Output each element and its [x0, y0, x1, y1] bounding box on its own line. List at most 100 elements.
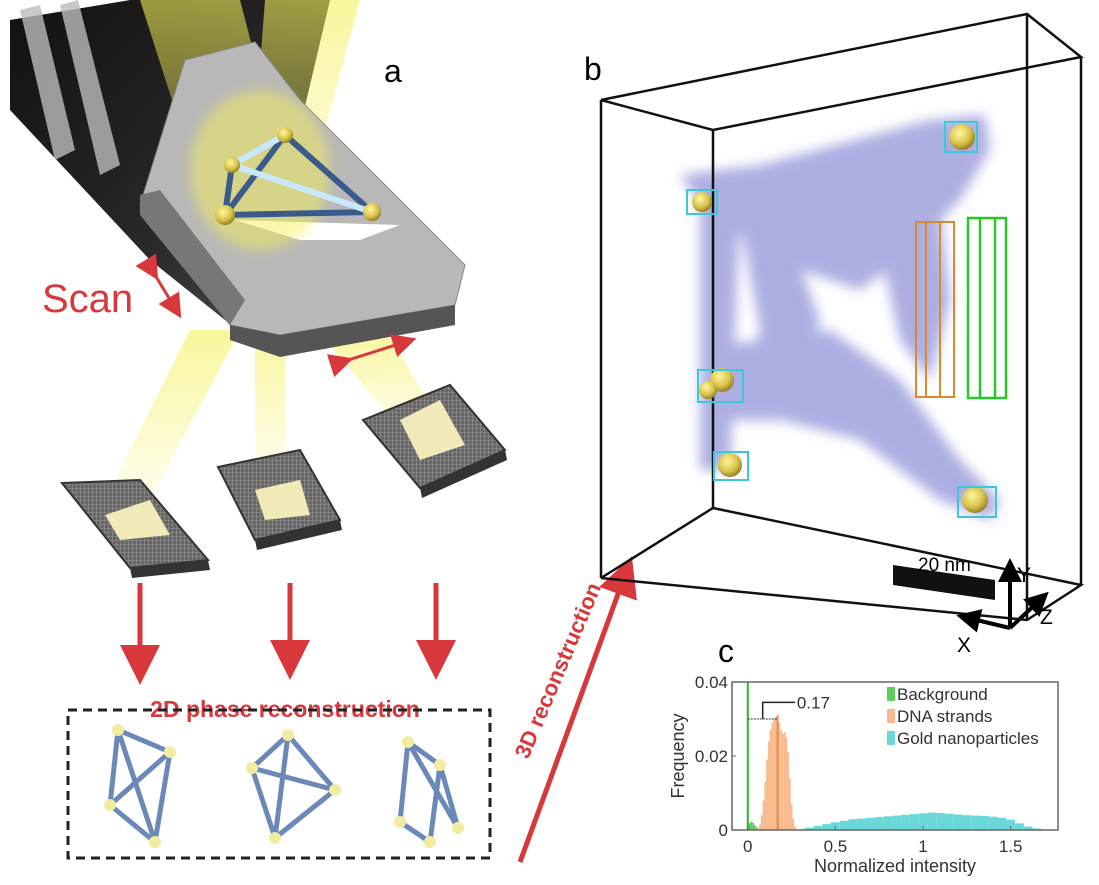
histogram-bar-dna-strands [771, 722, 774, 830]
panel-a-label: a [384, 53, 402, 89]
x-tick-label: 0 [743, 837, 752, 856]
gold-nanoparticle [686, 189, 718, 215]
histogram-bar-gold-nanoparticles [1006, 819, 1016, 830]
histogram-bar-dna-strands [778, 722, 781, 830]
gold-nanoparticle [697, 368, 744, 403]
gold-nanoparticle [944, 121, 978, 153]
histogram-bar-dna-strands [783, 731, 786, 830]
histogram-markers [746, 682, 779, 830]
histogram-bar-gold-nanoparticles [901, 814, 910, 830]
detector-right [361, 383, 507, 498]
histogram-bar-dna-strands [757, 828, 760, 830]
reconstruction-arrow-icon [517, 556, 637, 863]
histogram-bar-gold-nanoparticles [936, 812, 945, 830]
histogram-bar-dna-strands [769, 730, 772, 830]
histogram-bar-dna-strands [764, 781, 767, 830]
histogram-bar-dna-strands [781, 733, 784, 830]
tetrahedron-2 [246, 729, 341, 844]
annotation-leader [761, 701, 796, 719]
histogram-bar-gold-nanoparticles [848, 819, 858, 830]
x-tick-label: 1.5 [999, 837, 1023, 856]
histogram-bar-gold-nanoparticles [918, 813, 928, 830]
histogram-bar-background [753, 824, 756, 830]
legend-swatch [887, 731, 895, 745]
annotation-0-17: 0.17 [747, 693, 830, 720]
histogram-bar-dna-strands [785, 737, 788, 830]
axis-z-label: Z [1040, 606, 1053, 629]
histogram-bar-background [748, 823, 751, 830]
histogram-bar-dna-strands [780, 730, 782, 830]
histogram-bar-dna-strands [792, 818, 795, 830]
gold-nanoparticle [957, 486, 997, 518]
scale-bar [893, 565, 995, 600]
bounding-box [599, 12, 1085, 622]
histogram-bar-dna-strands [760, 815, 763, 830]
histogram-bar-gold-nanoparticles [1015, 823, 1024, 830]
histogram-bar-gold-nanoparticles [980, 815, 989, 830]
scan-label: Scan [42, 277, 133, 321]
histogram-bar-gold-nanoparticles [874, 817, 884, 830]
gold-nanoparticle [713, 451, 749, 481]
x-axis-arrow-icon [956, 609, 1011, 633]
histogram-bar-dna-strands [787, 752, 789, 830]
y-tick-label: 0.04 [695, 673, 728, 692]
y-tick-label: 0 [719, 821, 728, 840]
histogram-bar-background [750, 821, 753, 830]
axis-x-label: X [957, 634, 971, 657]
x-axis-label: Normalized intensity [814, 856, 976, 876]
y-axis-label: Frequency [668, 713, 688, 798]
scan-arrow-icon [326, 334, 417, 378]
legend-label: Background [897, 685, 988, 704]
tetrahedron-1 [104, 724, 176, 848]
histogram-bar-gold-nanoparticles [866, 817, 875, 830]
histogram-bar-gold-nanoparticles [944, 813, 954, 830]
histogram-bar-gold-nanoparticles [892, 815, 902, 830]
axis-triad [956, 558, 1049, 633]
histogram-bar-dna-strands [794, 826, 796, 830]
y-tick-label: 0.02 [695, 747, 728, 766]
dna-region-box [915, 221, 955, 398]
histogram-bar-gold-nanoparticles [997, 817, 1007, 830]
histogram-bar-gold-nanoparticles [822, 824, 832, 830]
tetrahedron-3 [394, 736, 464, 848]
reconstruction-box [66, 708, 492, 860]
histogram-bar-gold-nanoparticles [988, 816, 998, 830]
histogram-bar-gold-nanoparticles [813, 825, 823, 830]
scale-bar-label: 20 nm [918, 555, 971, 576]
background-region-box [966, 216, 1008, 400]
legend-label: Gold nanoparticles [897, 729, 1039, 748]
detector-middle [216, 448, 342, 550]
dna-origami-density [680, 115, 1000, 520]
legend-swatch [887, 687, 895, 701]
panel-b: b 20 nm [584, 12, 1085, 657]
scan-arrow-icon [135, 253, 182, 319]
panel-b-label: b [584, 51, 602, 87]
histogram-bar-dna-strands [767, 741, 770, 830]
histogram-bar-dna-strands [766, 759, 768, 830]
histogram-bar-gold-nanoparticles [962, 815, 972, 830]
histogram-bar-gold-nanoparticles [883, 816, 893, 830]
x-tick-label: 0.5 [824, 837, 848, 856]
z-axis-arrow-icon [1008, 591, 1049, 630]
histogram-bar-dna-strands [788, 778, 791, 830]
histogram-bar-gold-nanoparticles [839, 820, 849, 830]
legend-label: DNA strands [897, 707, 992, 726]
gold-nanoparticles [686, 121, 997, 518]
histogram-bar-dna-strands [790, 804, 793, 830]
histogram-bar-gold-nanoparticles [909, 814, 919, 830]
histogram-bar-dna-strands [762, 800, 765, 830]
histogram-bar-gold-nanoparticles [857, 818, 867, 830]
detector-left [59, 478, 210, 578]
histogram-bar-dna-strands [759, 824, 761, 830]
legend-swatch [887, 709, 895, 723]
reconstructed-tetrahedra [104, 724, 464, 848]
down-arrows [120, 583, 456, 685]
histogram-bar-gold-nanoparticles [804, 827, 814, 830]
histogram-bar-gold-nanoparticles [927, 812, 937, 830]
panel-a: a Scan 2D phase reconstruction [10, 0, 507, 860]
histogram-bar-gold-nanoparticles [971, 815, 981, 830]
